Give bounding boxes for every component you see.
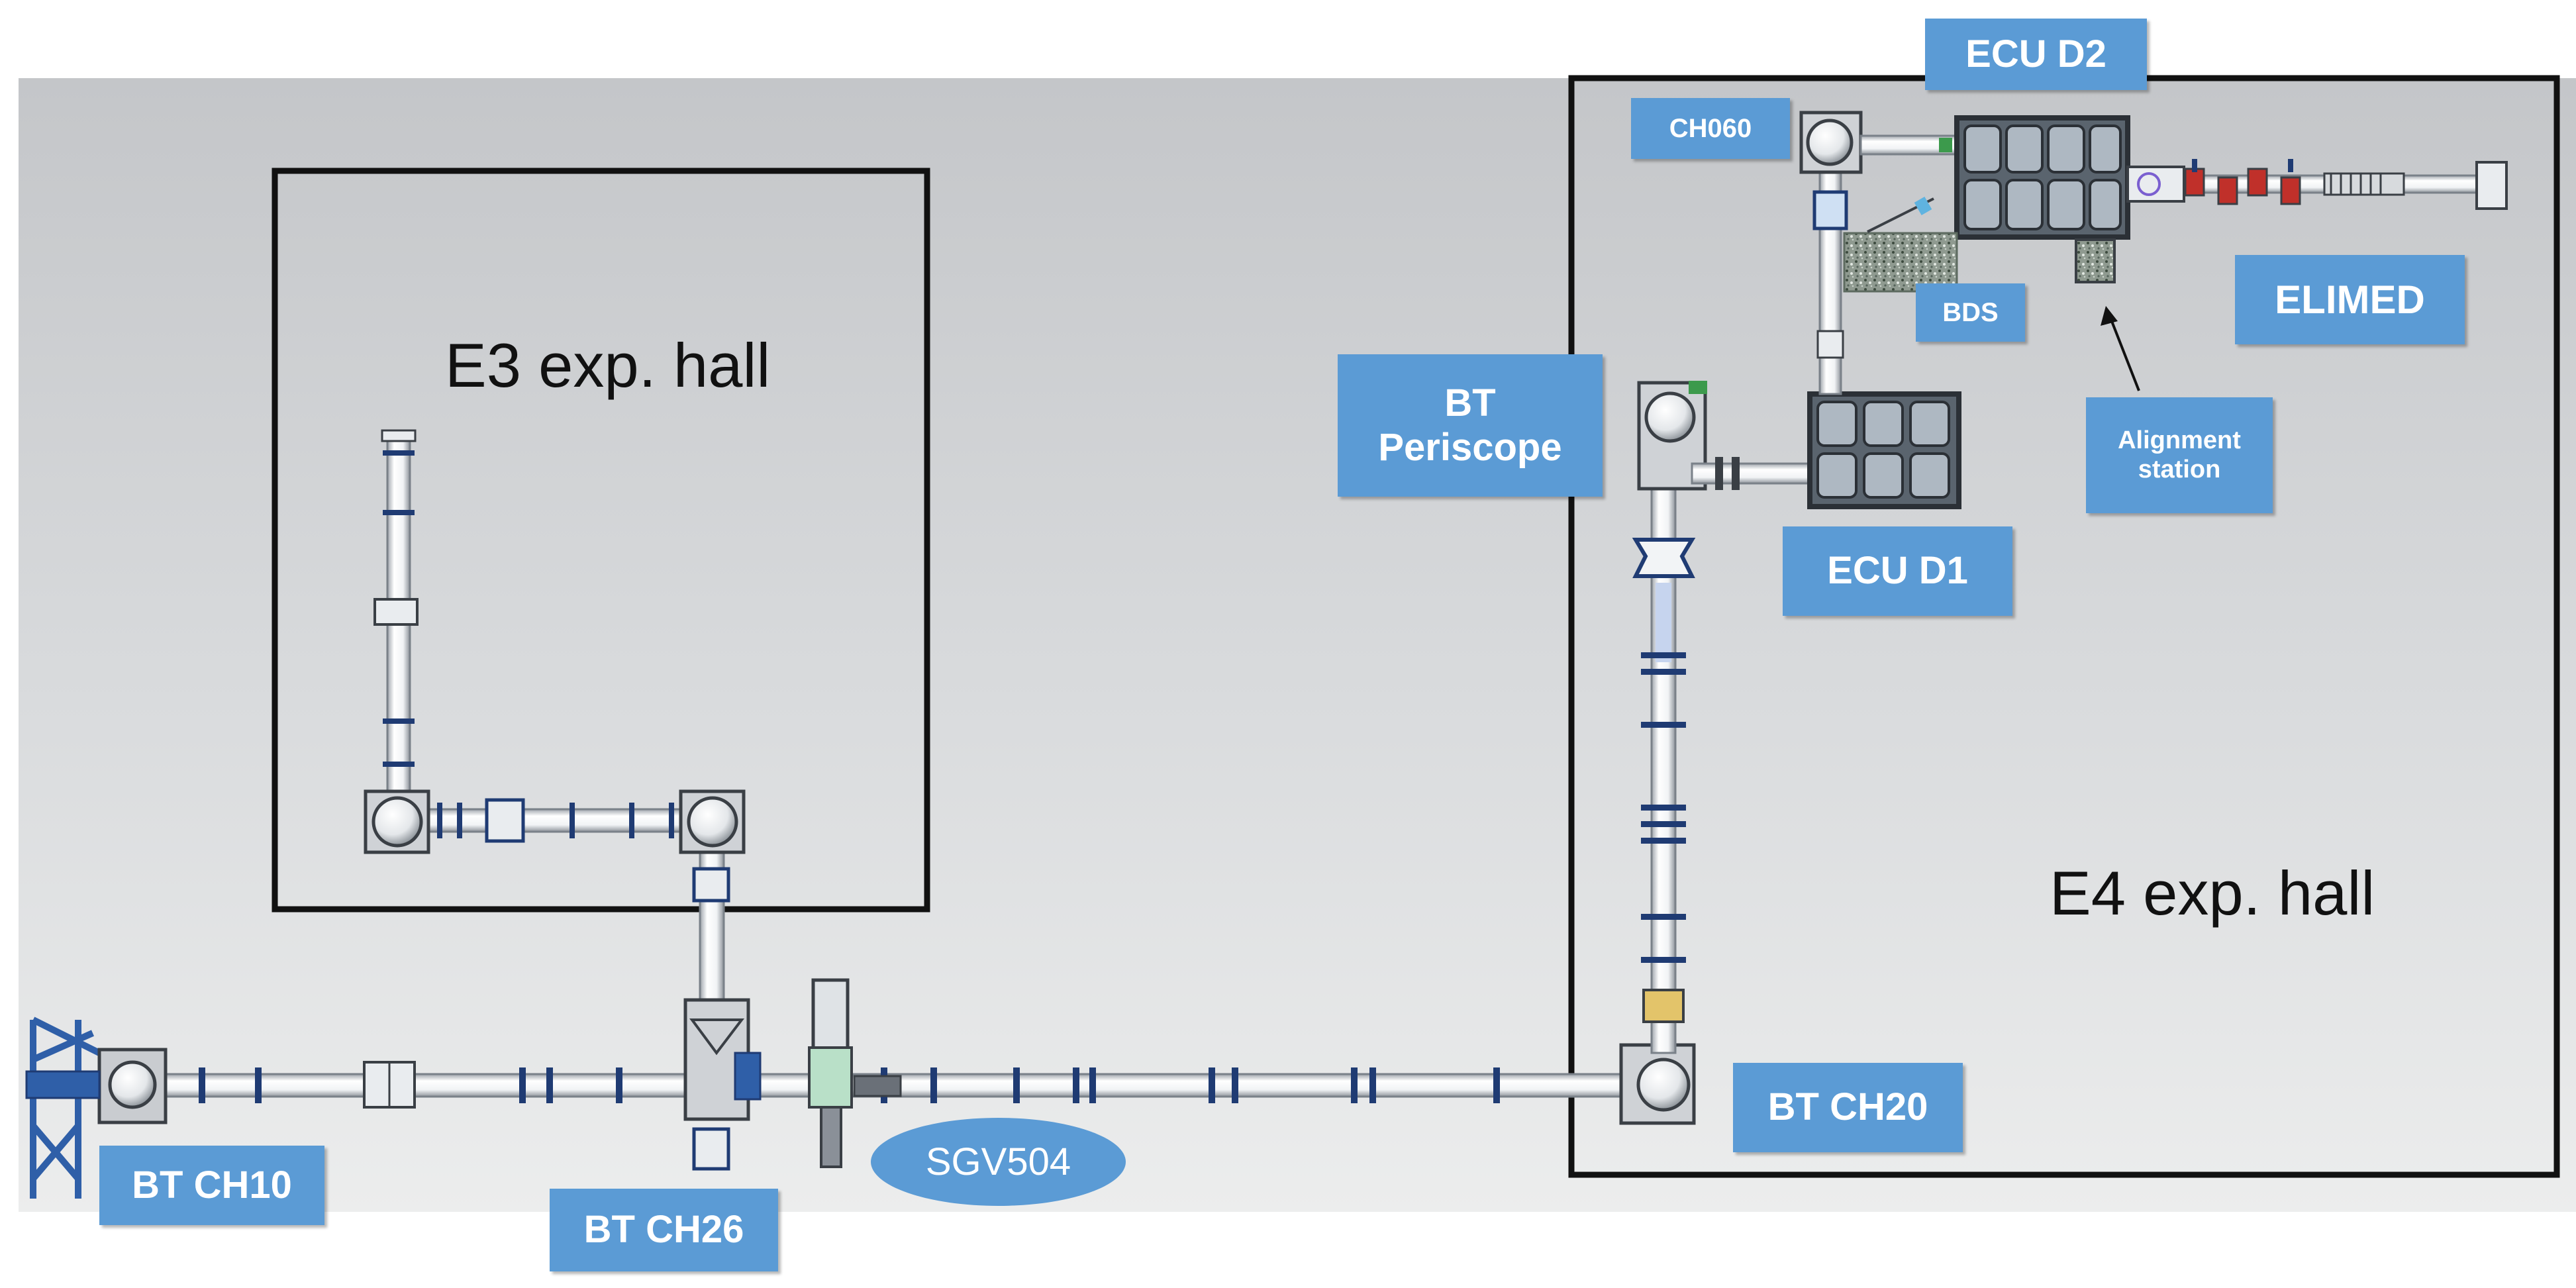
e4-yellow-device xyxy=(1642,989,1685,1023)
e3-hall-boundary xyxy=(272,168,930,913)
label-bt-ch10: BT CH10 xyxy=(99,1146,324,1225)
e4-hall-title: E4 exp. hall xyxy=(2050,858,2375,928)
label-sgv504: SGV504 xyxy=(871,1118,1126,1206)
label-ecu-d2: ECU D2 xyxy=(1925,19,2147,90)
periscope-to-ecu-d1-pipe xyxy=(1691,462,1816,485)
label-elimed: ELIMED xyxy=(2235,255,2465,344)
elimed-end-chamber xyxy=(2475,161,2508,210)
e3-vertical-device xyxy=(373,598,419,626)
bds-block xyxy=(1843,232,1958,293)
bt-ch26-lower-box xyxy=(692,1127,730,1171)
label-alignment-line1: Alignment xyxy=(2118,426,2241,454)
elimed-end-section xyxy=(2323,172,2405,196)
label-bt-periscope-line2: Periscope xyxy=(1378,425,1562,469)
e4-vertical-valve xyxy=(1632,538,1696,578)
label-alignment-station: Alignment station xyxy=(2086,397,2273,513)
label-bt-periscope-line1: BT xyxy=(1444,381,1496,424)
label-alignment-line2: station xyxy=(2138,455,2221,483)
label-bt-ch26: BT CH26 xyxy=(550,1189,778,1271)
e3-riser-flange xyxy=(692,867,730,903)
label-ecu-d1: ECU D1 xyxy=(1783,526,2012,616)
label-ch060: CH060 xyxy=(1631,98,1790,159)
bt-ch10-support-structure xyxy=(30,1016,115,1199)
alignment-station-block xyxy=(2075,238,2116,283)
alignment-arrow xyxy=(2108,314,2140,391)
e3-horizontal-device xyxy=(485,798,525,843)
label-bt-ch20: BT CH20 xyxy=(1733,1063,1963,1152)
label-bt-periscope: BT Periscope xyxy=(1338,354,1603,497)
e3-hall-title: E3 exp. hall xyxy=(445,330,771,400)
sgv504-valve-assembly xyxy=(808,978,902,1168)
floor-background xyxy=(19,78,2576,1212)
label-bds: BDS xyxy=(1916,283,2025,342)
e3-horizontal-pipe xyxy=(396,808,717,833)
elimed-red-devices xyxy=(2184,168,2301,205)
